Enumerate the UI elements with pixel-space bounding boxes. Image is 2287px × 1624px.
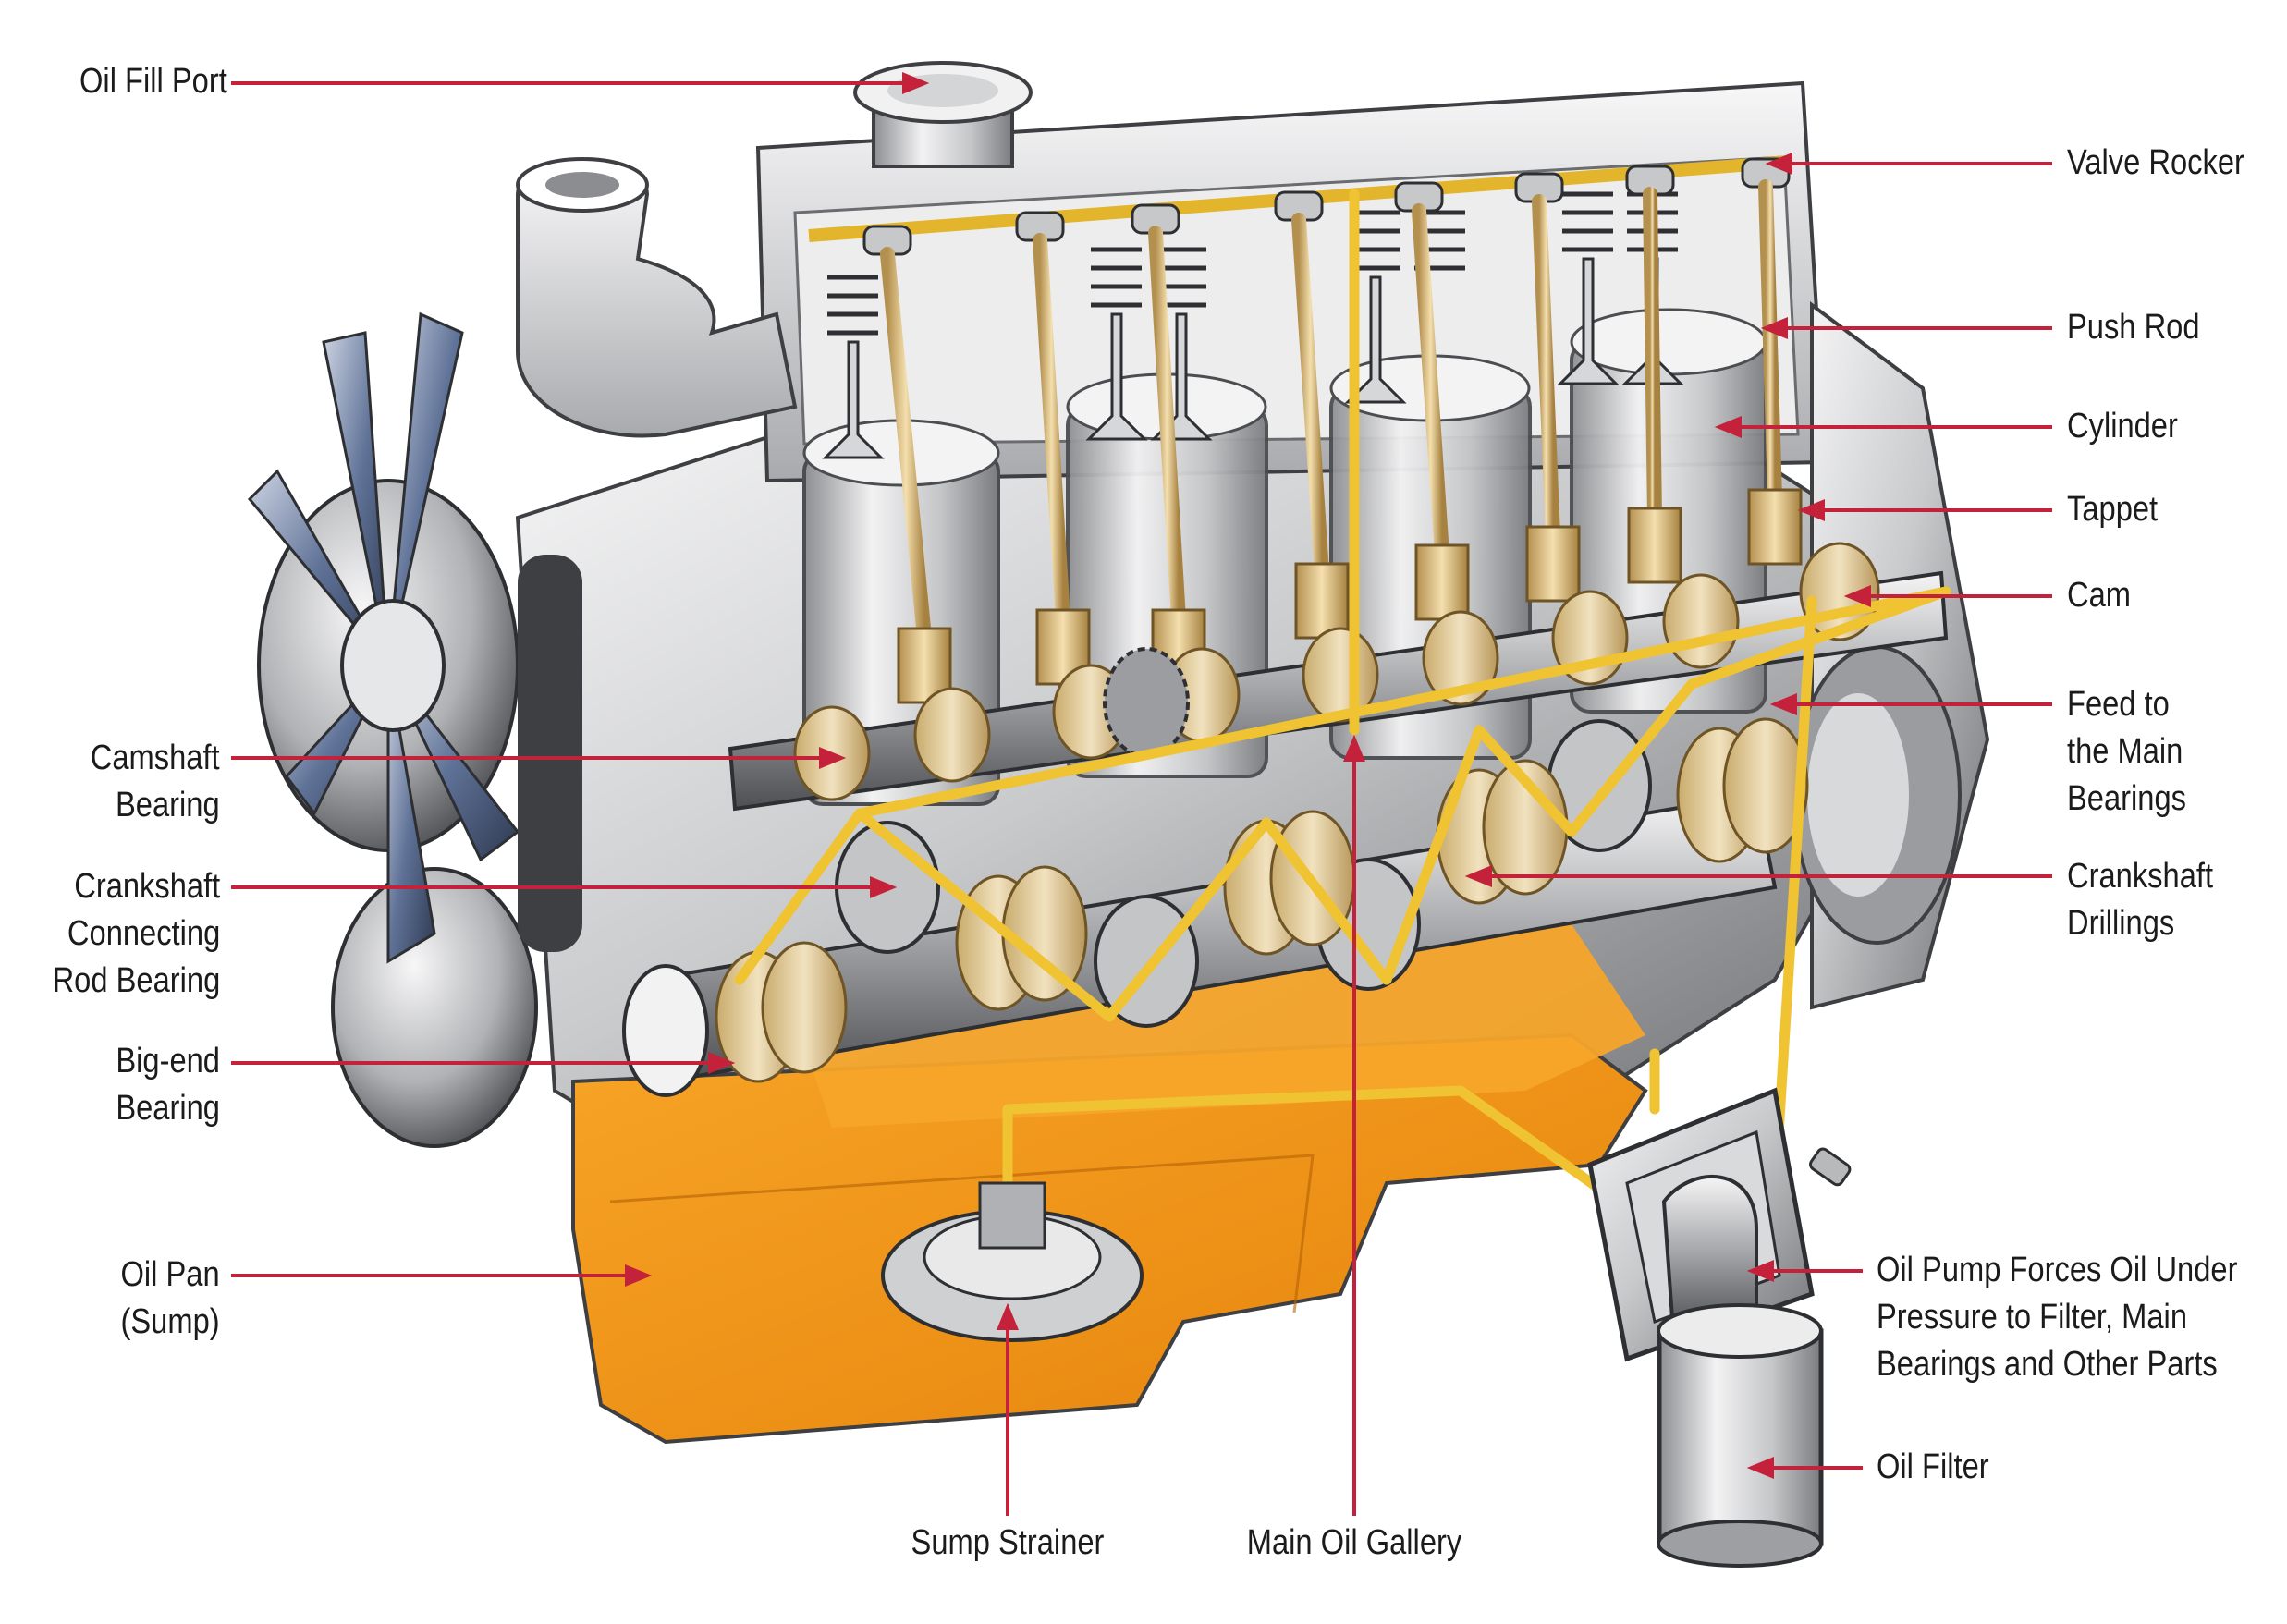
push-rods (880, 179, 1782, 645)
label-oil-pump: Oil Pump Forces Oil Under Pressure to Fi… (1877, 1251, 2238, 1384)
label-tappet: Tappet (2067, 490, 2159, 529)
label-oil-fill-port: Oil Fill Port (79, 62, 227, 101)
label-push-rod: Push Rod (2067, 308, 2200, 347)
sump-strainer (881, 1181, 1144, 1342)
label-crankshaft-drillings: Crankshaft Drillings (2067, 857, 2214, 943)
label-oil-pan: Oil Pan (Sump) (120, 1255, 220, 1341)
label-feed-to-main-bearings: Feed to the Main Bearings (2067, 685, 2186, 818)
label-valve-rocker: Valve Rocker (2067, 143, 2244, 182)
oil-pump (1587, 1087, 1852, 1362)
label-oil-filter: Oil Filter (1877, 1447, 1989, 1486)
label-main-oil-gallery: Main Oil Gallery (1246, 1523, 1462, 1562)
label-cam: Cam (2067, 576, 2132, 615)
fan-assembly (247, 311, 582, 1148)
oil-filter (1657, 1303, 1824, 1568)
cam-gear (1103, 647, 1190, 758)
oil-fill-cap (853, 61, 1033, 168)
rocker-arms (862, 157, 1791, 256)
label-big-end-bearing: Big-end Bearing (116, 1042, 220, 1128)
label-sump-strainer: Sump Strainer (911, 1523, 1105, 1562)
label-camshaft-bearing: Camshaft Bearing (91, 739, 220, 824)
label-cylinder: Cylinder (2067, 407, 2178, 446)
label-crankshaft-connecting-rod-bearing: Crankshaft Connecting Rod Bearing (52, 867, 220, 1000)
leader-lines (231, 72, 2052, 1516)
